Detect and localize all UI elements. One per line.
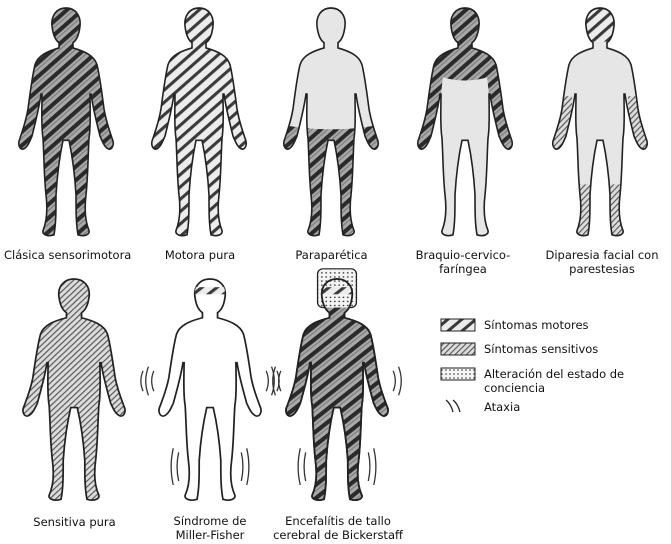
legend-label-motor: Síntomas motores: [484, 318, 589, 332]
label-diparesia-facial: Diparesia facial con parestesias: [536, 248, 668, 276]
legend-swatch-sensory: [441, 343, 475, 355]
figure-braquio-cervico-faringea: [405, 3, 525, 236]
label-motora-pura: Motora pura: [150, 248, 250, 262]
figure-diparesia-facial: [540, 6, 660, 248]
figure-sensitiva-pura: [23, 279, 125, 500]
legend-label-ataxia: Ataxia: [484, 400, 520, 414]
figure-bickerstaff: [273, 269, 402, 500]
figure-motora-pura: [152, 8, 246, 236]
label-paraparetica: Paraparética: [284, 248, 379, 262]
label-bickerstaff: Encefalítis de tallo cerebral de Bickers…: [268, 514, 408, 542]
figure-clasica-sensorimotora: [19, 8, 113, 236]
label-clasica-sensorimotora: Clásica sensorimotora: [4, 248, 129, 262]
legend-label-sensory: Síntomas sensitivos: [484, 342, 598, 356]
legend: [441, 319, 475, 412]
label-miller-fisher: Síndrome de Miller-Fisher: [160, 514, 260, 542]
label-braquio-cervico-faringea: Braquio-cervico- faríngea: [408, 248, 518, 276]
figure-miller-fisher: [141, 279, 279, 500]
label-sensitiva-pura: Sensitiva pura: [22, 515, 127, 529]
legend-swatch-ataxia: [446, 400, 460, 412]
legend-label-consciousness: Alteración del estado de conciencia: [484, 367, 624, 395]
figure-paraparetica: [271, 8, 391, 260]
legend-swatch-dots: [441, 368, 475, 380]
legend-swatch-motor: [441, 319, 475, 331]
